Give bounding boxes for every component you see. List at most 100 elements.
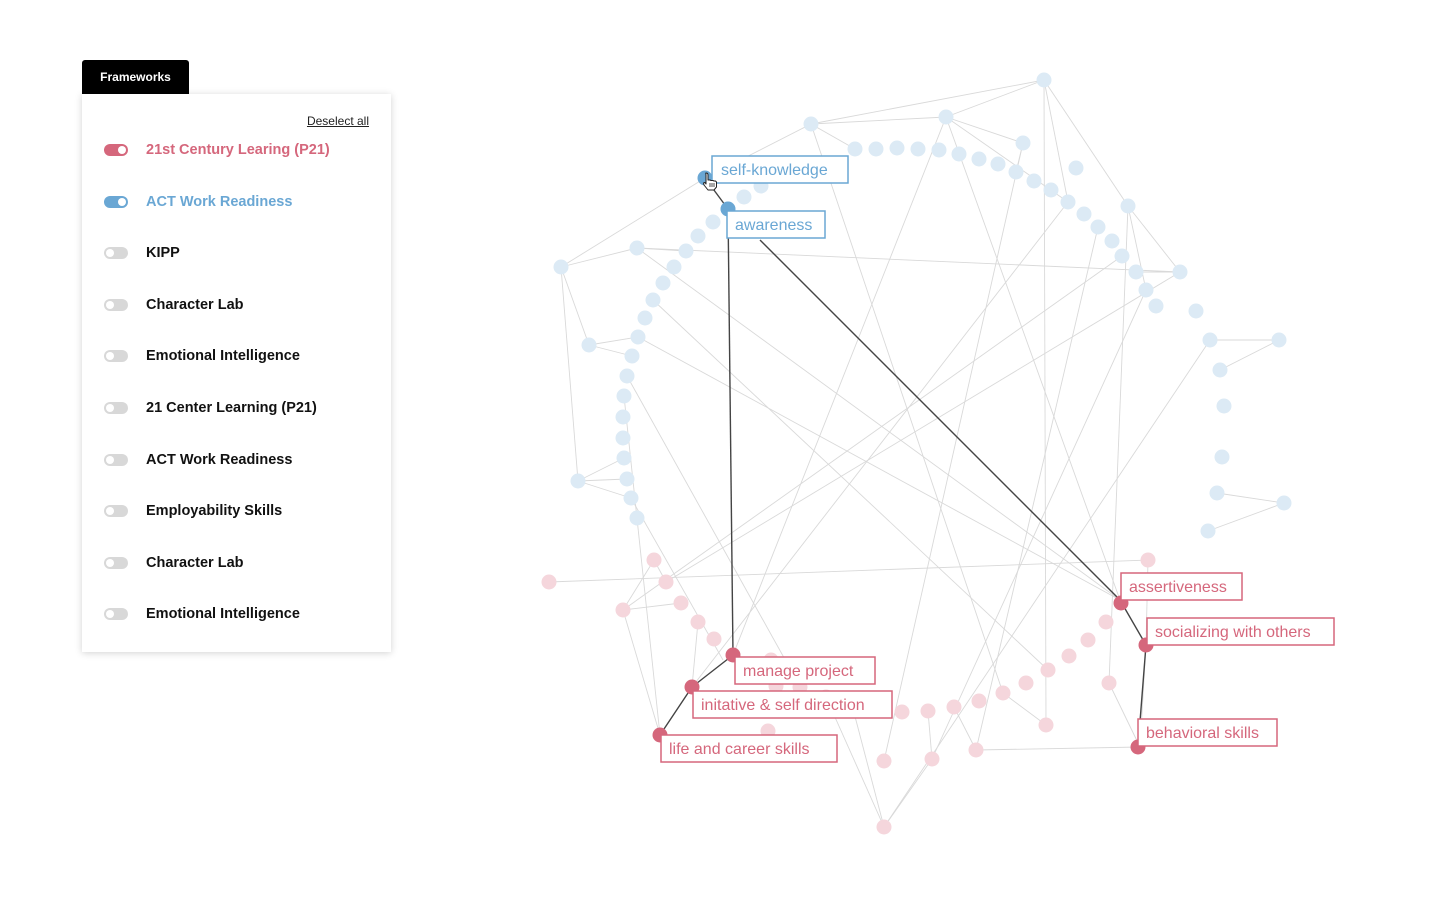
graph-node-p21[interactable] <box>876 819 892 835</box>
graph-node-act[interactable] <box>1128 264 1144 280</box>
graph-node-act[interactable] <box>990 156 1006 172</box>
graph-node-act[interactable] <box>1172 264 1188 280</box>
graph-node-act[interactable] <box>619 368 635 384</box>
graph-node-p21[interactable] <box>706 631 722 647</box>
graph-node-p21[interactable] <box>615 602 631 618</box>
graph-node-act[interactable] <box>803 116 819 132</box>
graph-node-act[interactable] <box>1209 485 1225 501</box>
graph-node-act[interactable] <box>1090 219 1106 235</box>
graph-node-act[interactable] <box>645 292 661 308</box>
graph-node-act[interactable] <box>1202 332 1218 348</box>
framework-item[interactable]: ACT Work Readiness <box>104 448 374 472</box>
framework-item[interactable]: Emotional Intelligence <box>104 602 374 626</box>
framework-toggle-switch[interactable] <box>104 195 128 208</box>
node-label-initiative[interactable]: initative & self direction <box>692 690 893 719</box>
graph-node-act[interactable] <box>630 329 646 345</box>
framework-item[interactable]: KIPP <box>104 241 374 265</box>
graph-node-act[interactable] <box>616 450 632 466</box>
graph-node-act[interactable] <box>1060 194 1076 210</box>
graph-node-p21[interactable] <box>946 699 962 715</box>
graph-node-act[interactable] <box>678 243 694 259</box>
graph-node-act[interactable] <box>1138 282 1154 298</box>
framework-toggle-switch[interactable] <box>104 402 128 414</box>
node-label-assertiveness[interactable]: assertiveness <box>1120 572 1243 601</box>
graph-node-act[interactable] <box>1015 135 1031 151</box>
node-label-life-career[interactable]: life and career skills <box>660 734 838 763</box>
node-label-socializing[interactable]: socializing with others <box>1146 617 1335 646</box>
graph-node-act[interactable] <box>1008 164 1024 180</box>
graph-node-act[interactable] <box>1276 495 1292 511</box>
graph-node-act[interactable] <box>655 275 671 291</box>
graph-node-p21[interactable] <box>894 704 910 720</box>
graph-node-act[interactable] <box>1214 449 1230 465</box>
framework-toggle-switch[interactable] <box>104 505 128 518</box>
graph-node-act[interactable] <box>1043 182 1059 198</box>
graph-node-act[interactable] <box>889 140 905 156</box>
graph-node-act[interactable] <box>1120 198 1136 214</box>
graph-node-act[interactable] <box>1036 72 1052 88</box>
graph-node-act[interactable] <box>1076 206 1092 222</box>
framework-item[interactable]: 21 Center Learning (P21) <box>104 396 374 420</box>
graph-node-act[interactable] <box>615 409 631 425</box>
graph-node-act[interactable] <box>931 142 947 158</box>
graph-node-act[interactable] <box>570 473 586 489</box>
graph-node-act[interactable] <box>581 337 597 353</box>
graph-node-act[interactable] <box>951 146 967 162</box>
frameworks-tab[interactable]: Frameworks <box>82 60 189 95</box>
graph-node-act[interactable] <box>690 228 706 244</box>
graph-node-act[interactable] <box>1026 173 1042 189</box>
framework-item[interactable]: Character Lab <box>104 293 374 317</box>
graph-node-p21[interactable] <box>1140 552 1156 568</box>
graph-node-p21[interactable] <box>924 751 940 767</box>
graph-node-act[interactable] <box>1148 298 1164 314</box>
graph-node-p21[interactable] <box>1018 675 1034 691</box>
graph-node-p21[interactable] <box>920 703 936 719</box>
framework-item[interactable]: Character Lab <box>104 551 374 575</box>
graph-node-p21[interactable] <box>646 552 662 568</box>
graph-node-act[interactable] <box>629 240 645 256</box>
framework-item[interactable]: Employability Skills <box>104 499 374 523</box>
graph-node-act[interactable] <box>1216 398 1232 414</box>
node-label-self-knowledge[interactable]: self-knowledge <box>711 155 849 184</box>
graph-node-p21[interactable] <box>1101 675 1117 691</box>
graph-node-act[interactable] <box>705 214 721 230</box>
graph-node-act[interactable] <box>1188 303 1204 319</box>
deselect-all-link[interactable]: Deselect all <box>306 114 369 128</box>
graph-node-act[interactable] <box>637 310 653 326</box>
framework-item[interactable]: 21st Century Learing (P21) <box>104 138 374 162</box>
graph-node-act[interactable] <box>629 510 645 526</box>
graph-node-act[interactable] <box>910 141 926 157</box>
framework-toggle-switch[interactable] <box>104 144 128 156</box>
framework-item[interactable]: ACT Work Readiness <box>104 190 374 214</box>
framework-toggle-switch[interactable] <box>104 298 128 311</box>
graph-node-act[interactable] <box>847 141 863 157</box>
graph-node-p21[interactable] <box>1061 648 1077 664</box>
graph-node-act[interactable] <box>971 151 987 167</box>
graph-node-act[interactable] <box>624 348 640 364</box>
graph-node-p21[interactable] <box>1040 662 1056 678</box>
node-label-manage-project[interactable]: manage project <box>734 656 876 685</box>
graph-node-p21[interactable] <box>995 685 1011 701</box>
graph-node-p21[interactable] <box>876 753 892 769</box>
framework-toggle-switch[interactable] <box>104 556 128 569</box>
graph-node-act[interactable] <box>938 109 954 125</box>
graph-node-p21[interactable] <box>968 742 984 758</box>
framework-toggle-switch[interactable] <box>104 350 128 363</box>
graph-node-act[interactable] <box>666 259 682 275</box>
graph-node-act[interactable] <box>615 430 631 446</box>
graph-node-act[interactable] <box>553 259 569 275</box>
graph-node-act[interactable] <box>1114 248 1130 264</box>
graph-node-act[interactable] <box>616 388 632 404</box>
graph-node-p21[interactable] <box>658 574 674 590</box>
graph-node-act[interactable] <box>1212 362 1228 378</box>
graph-node-p21[interactable] <box>541 574 557 590</box>
graph-node-p21[interactable] <box>971 693 987 709</box>
graph-node-act[interactable] <box>1271 332 1287 348</box>
node-label-behavioral[interactable]: behavioral skills <box>1137 718 1278 747</box>
graph-node-act[interactable] <box>868 141 884 157</box>
graph-node-act[interactable] <box>619 471 635 487</box>
node-label-awareness[interactable]: awareness <box>726 210 826 239</box>
graph-node-p21[interactable] <box>673 595 689 611</box>
graph-node-act[interactable] <box>623 490 639 506</box>
graph-node-act[interactable] <box>1068 160 1084 176</box>
